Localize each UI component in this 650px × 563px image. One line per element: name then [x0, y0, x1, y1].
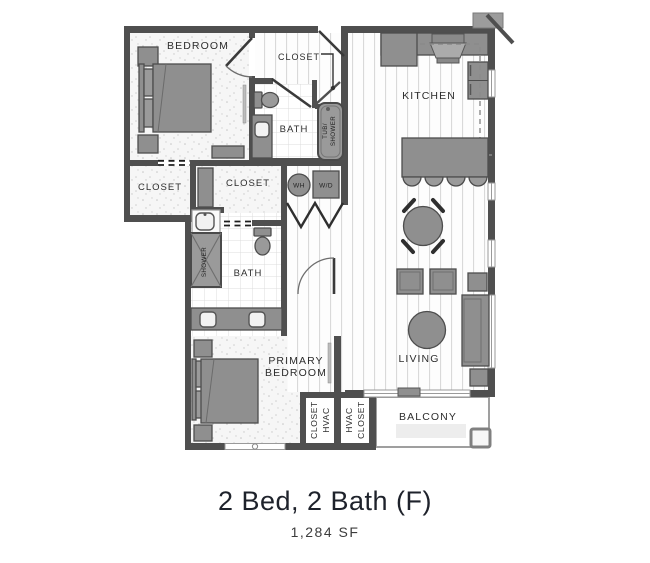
- primary-bed-sheet-line: [205, 358, 215, 424]
- hvac-closet-1-floor: [306, 398, 334, 443]
- living-ottoman: [407, 310, 447, 350]
- hvac1-label-hvac: HVAC: [321, 407, 331, 432]
- washer-dryer: [312, 170, 340, 199]
- bath1-angled-door: [271, 77, 312, 109]
- dining-chair-4: [431, 239, 445, 254]
- window-right-1: [487, 69, 496, 98]
- doors: [158, 30, 345, 295]
- kitchen-label: KITCHEN: [402, 90, 456, 102]
- bath2-shower: [190, 232, 222, 288]
- window-right-2: [487, 182, 496, 201]
- bath1-tub: [317, 102, 344, 161]
- window-right-3: [487, 239, 496, 268]
- balcony-mat: [396, 424, 466, 438]
- neighbor-wall-diagonal: [485, 13, 515, 45]
- balcony-label: BALCONY: [399, 411, 457, 423]
- bed-sheet-line: [157, 63, 167, 133]
- primary-headboard: [191, 358, 197, 421]
- primary-nightstand-2: [193, 424, 213, 442]
- dining-chair-2: [431, 198, 445, 213]
- living-side-table-1: [467, 272, 488, 292]
- bedroom-headboard: [138, 63, 145, 133]
- closet-walkin-label: CLOSET: [226, 178, 270, 189]
- tub-label-line1: TUB/: [322, 123, 329, 139]
- living-armchair-2: [429, 268, 457, 295]
- laundry-bifold-doors: [285, 200, 345, 230]
- hvac2-label-hvac: HVAC: [344, 407, 354, 432]
- living-side-table-2: [469, 368, 489, 387]
- entry-closet-floor: [255, 33, 341, 84]
- bedroom-door: [225, 37, 253, 78]
- washer-dryer-label: W/D: [319, 183, 333, 190]
- bath2-vanity: [191, 209, 221, 234]
- bath2-double-vanity: [190, 307, 283, 331]
- primary-nightstand-1: [193, 339, 213, 358]
- entry-closet-rod-leader: [321, 53, 336, 91]
- dining-chair-1: [402, 198, 416, 213]
- furniture: [137, 32, 492, 442]
- bath2-label: BATH: [234, 268, 263, 279]
- balcony: [375, 396, 492, 449]
- living-label: LIVING: [398, 353, 439, 365]
- upper-cabinets-dashed: [420, 43, 492, 156]
- entry-closet-label: CLOSET: [278, 52, 320, 62]
- cased-opening-bath2: [224, 220, 252, 227]
- shower-label: SHOWER: [201, 247, 208, 277]
- dining-table: [402, 205, 444, 247]
- hvac-closet-2-floor: [348, 398, 369, 443]
- closet-left-label: CLOSET: [138, 182, 182, 193]
- kitchen-range: [429, 33, 467, 64]
- water-heater-label: WH: [293, 183, 305, 190]
- cased-opening-bedroom-closet: [158, 159, 190, 166]
- closet-dresser: [197, 167, 214, 208]
- primary-label-line1: PRIMARY: [268, 355, 323, 367]
- water-heater: [287, 173, 311, 197]
- bedroom-bench: [211, 145, 245, 159]
- tub-label-line2: SHOWER: [330, 116, 337, 146]
- windows: [224, 69, 496, 450]
- bath2-toilet: [253, 227, 272, 256]
- bedroom-dresser: [137, 46, 159, 67]
- balcony-column: [469, 427, 492, 449]
- island-stool-4: [468, 176, 488, 187]
- living-sofa: [461, 294, 490, 367]
- primary-bed: [200, 358, 259, 424]
- bedroom-pillow-1: [143, 68, 154, 97]
- floorplan-drawing: BEDROOM CLOSET BATH TUB/ SHOWER CLOSET C…: [124, 12, 515, 450]
- slider-panel: [397, 387, 421, 397]
- island-stool-1: [402, 176, 422, 187]
- kitchen-island: [401, 137, 489, 187]
- island-stool-3: [446, 176, 466, 187]
- bedroom-bed: [152, 63, 212, 133]
- dining-set: [401, 198, 445, 254]
- caption: 2 Bed, 2 Bath (F) 1,284 SF: [0, 486, 650, 540]
- bedroom-nightstand: [137, 134, 159, 154]
- plan-title: 2 Bed, 2 Bath (F): [217, 486, 433, 516]
- entry-door: [318, 30, 345, 57]
- closet-left-floor: [130, 166, 190, 215]
- bedroom-pillow-2: [143, 98, 154, 128]
- room-labels: BEDROOM CLOSET BATH TUB/ SHOWER CLOSET C…: [138, 40, 457, 439]
- plan-area: 1,284 SF: [290, 524, 360, 540]
- bedroom-label: BEDROOM: [167, 40, 229, 52]
- window-primary-bottom: [224, 443, 286, 450]
- primary-mirror: [327, 342, 332, 384]
- bath1-vanity: [251, 114, 273, 159]
- hvac1-label-closet: CLOSET: [309, 401, 319, 439]
- hvac2-label-closet: CLOSET: [356, 401, 366, 439]
- bedroom-mirror: [242, 84, 247, 124]
- living-armchair-1: [396, 268, 424, 295]
- island-stool-2: [424, 176, 444, 187]
- balcony-slider-door: [363, 387, 471, 398]
- primary-label-line2: BEDROOM: [265, 367, 327, 379]
- bath1-toilet: [253, 91, 280, 109]
- kitchen-fridge: [467, 61, 489, 100]
- bath1-label: BATH: [280, 124, 309, 135]
- dining-chair-3: [401, 239, 415, 254]
- primary-bedroom-door: [297, 257, 336, 295]
